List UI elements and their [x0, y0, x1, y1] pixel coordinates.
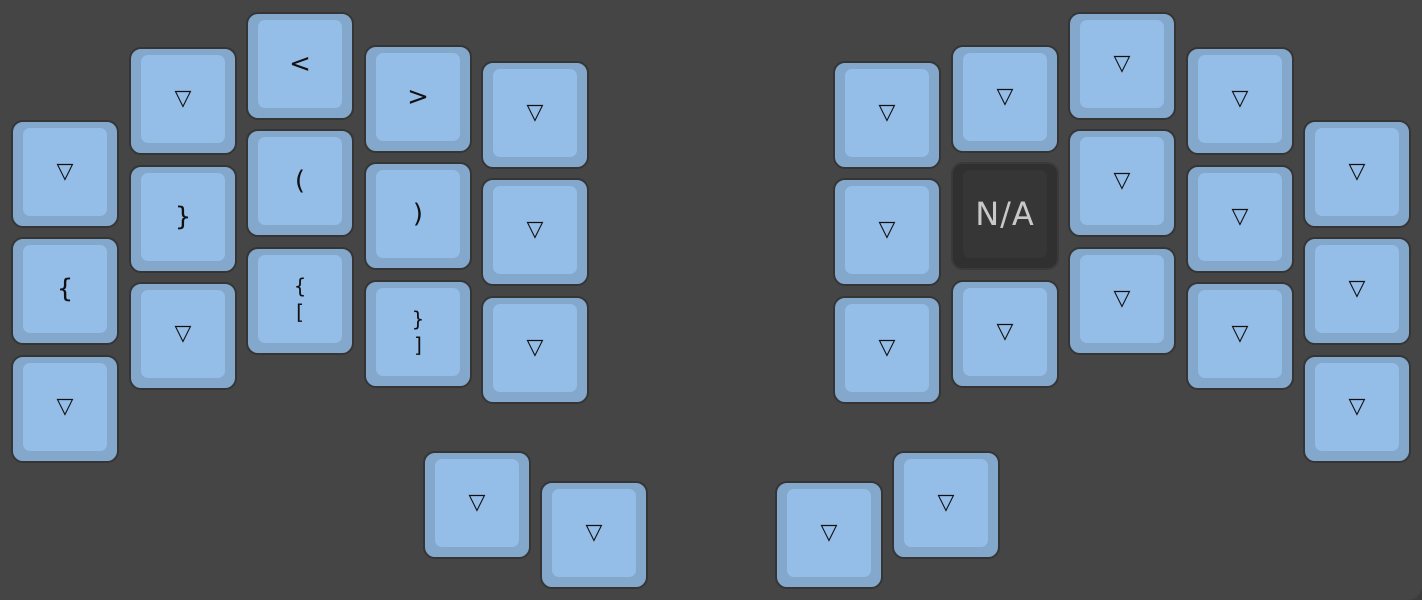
key-left-c0-r0[interactable]: ▽	[11, 120, 119, 228]
key-left-c1-r2[interactable]: ▽	[129, 282, 237, 390]
key-legend: (	[294, 166, 306, 196]
key-legend: )	[412, 199, 424, 229]
transparent-icon: ▽	[1348, 159, 1366, 184]
na-label: N/A	[975, 195, 1035, 233]
key-left-c4-r0[interactable]: ▽	[481, 61, 589, 169]
key-left-c2-r1[interactable]: (	[246, 129, 354, 237]
transparent-icon: ▽	[1231, 86, 1249, 111]
key-legend: }	[174, 202, 192, 232]
key-legend: <	[289, 49, 311, 79]
key-legend-stacked: } ]	[411, 307, 425, 357]
transparent-icon: ▽	[1231, 321, 1249, 346]
key-right-thumb-0[interactable]: ▽	[775, 481, 883, 589]
key-right-c1-r1-na[interactable]: N/A	[951, 162, 1059, 270]
transparent-icon: ▽	[468, 490, 486, 515]
key-right-c3-r2[interactable]: ▽	[1186, 282, 1294, 390]
key-right-c0-r1[interactable]: ▽	[833, 178, 941, 286]
key-left-c1-r0[interactable]: ▽	[129, 47, 237, 155]
key-left-c3-r0[interactable]: >	[364, 45, 472, 153]
transparent-icon: ▽	[937, 490, 955, 515]
transparent-icon: ▽	[1348, 276, 1366, 301]
key-left-c4-r2[interactable]: ▽	[481, 296, 589, 404]
transparent-icon: ▽	[56, 159, 74, 184]
key-left-c0-r2[interactable]: ▽	[11, 355, 119, 463]
key-right-thumb-1[interactable]: ▽	[892, 451, 1000, 559]
transparent-icon: ▽	[1113, 51, 1131, 76]
key-right-c1-r2[interactable]: ▽	[951, 280, 1059, 388]
key-right-c4-r1[interactable]: ▽	[1303, 237, 1411, 345]
key-legend: >	[407, 82, 429, 112]
transparent-icon: ▽	[996, 319, 1014, 344]
key-right-c2-r0[interactable]: ▽	[1068, 12, 1176, 120]
key-right-c0-r0[interactable]: ▽	[833, 61, 941, 169]
key-right-c0-r2[interactable]: ▽	[833, 296, 941, 404]
key-right-c4-r2[interactable]: ▽	[1303, 355, 1411, 463]
key-right-c3-r0[interactable]: ▽	[1186, 47, 1294, 155]
transparent-icon: ▽	[174, 321, 192, 346]
key-left-c2-r0[interactable]: <	[246, 12, 354, 120]
transparent-icon: ▽	[174, 86, 192, 111]
key-left-c0-r1[interactable]: {	[11, 237, 119, 345]
transparent-icon: ▽	[1113, 168, 1131, 193]
transparent-icon: ▽	[996, 84, 1014, 109]
transparent-icon: ▽	[1348, 394, 1366, 419]
key-left-c3-r1[interactable]: )	[364, 162, 472, 270]
transparent-icon: ▽	[820, 520, 838, 545]
key-right-c2-r2[interactable]: ▽	[1068, 247, 1176, 355]
key-right-c4-r0[interactable]: ▽	[1303, 120, 1411, 228]
key-right-c2-r1[interactable]: ▽	[1068, 129, 1176, 237]
key-left-c2-r2[interactable]: { [	[246, 247, 354, 355]
transparent-icon: ▽	[526, 100, 544, 125]
transparent-icon: ▽	[1113, 286, 1131, 311]
transparent-icon: ▽	[878, 335, 896, 360]
transparent-icon: ▽	[585, 520, 603, 545]
key-left-c3-r2[interactable]: } ]	[364, 280, 472, 388]
transparent-icon: ▽	[1231, 204, 1249, 229]
key-left-c4-r1[interactable]: ▽	[481, 178, 589, 286]
key-left-c1-r1[interactable]: }	[129, 165, 237, 273]
key-right-c3-r1[interactable]: ▽	[1186, 165, 1294, 273]
key-legend-stacked: { [	[293, 274, 307, 324]
key-left-thumb-0[interactable]: ▽	[423, 451, 531, 559]
key-left-thumb-1[interactable]: ▽	[540, 481, 648, 589]
transparent-icon: ▽	[878, 100, 896, 125]
key-legend: {	[56, 274, 74, 304]
transparent-icon: ▽	[526, 217, 544, 242]
key-right-c1-r0[interactable]: ▽	[951, 45, 1059, 153]
transparent-icon: ▽	[56, 394, 74, 419]
transparent-icon: ▽	[526, 335, 544, 360]
transparent-icon: ▽	[878, 217, 896, 242]
